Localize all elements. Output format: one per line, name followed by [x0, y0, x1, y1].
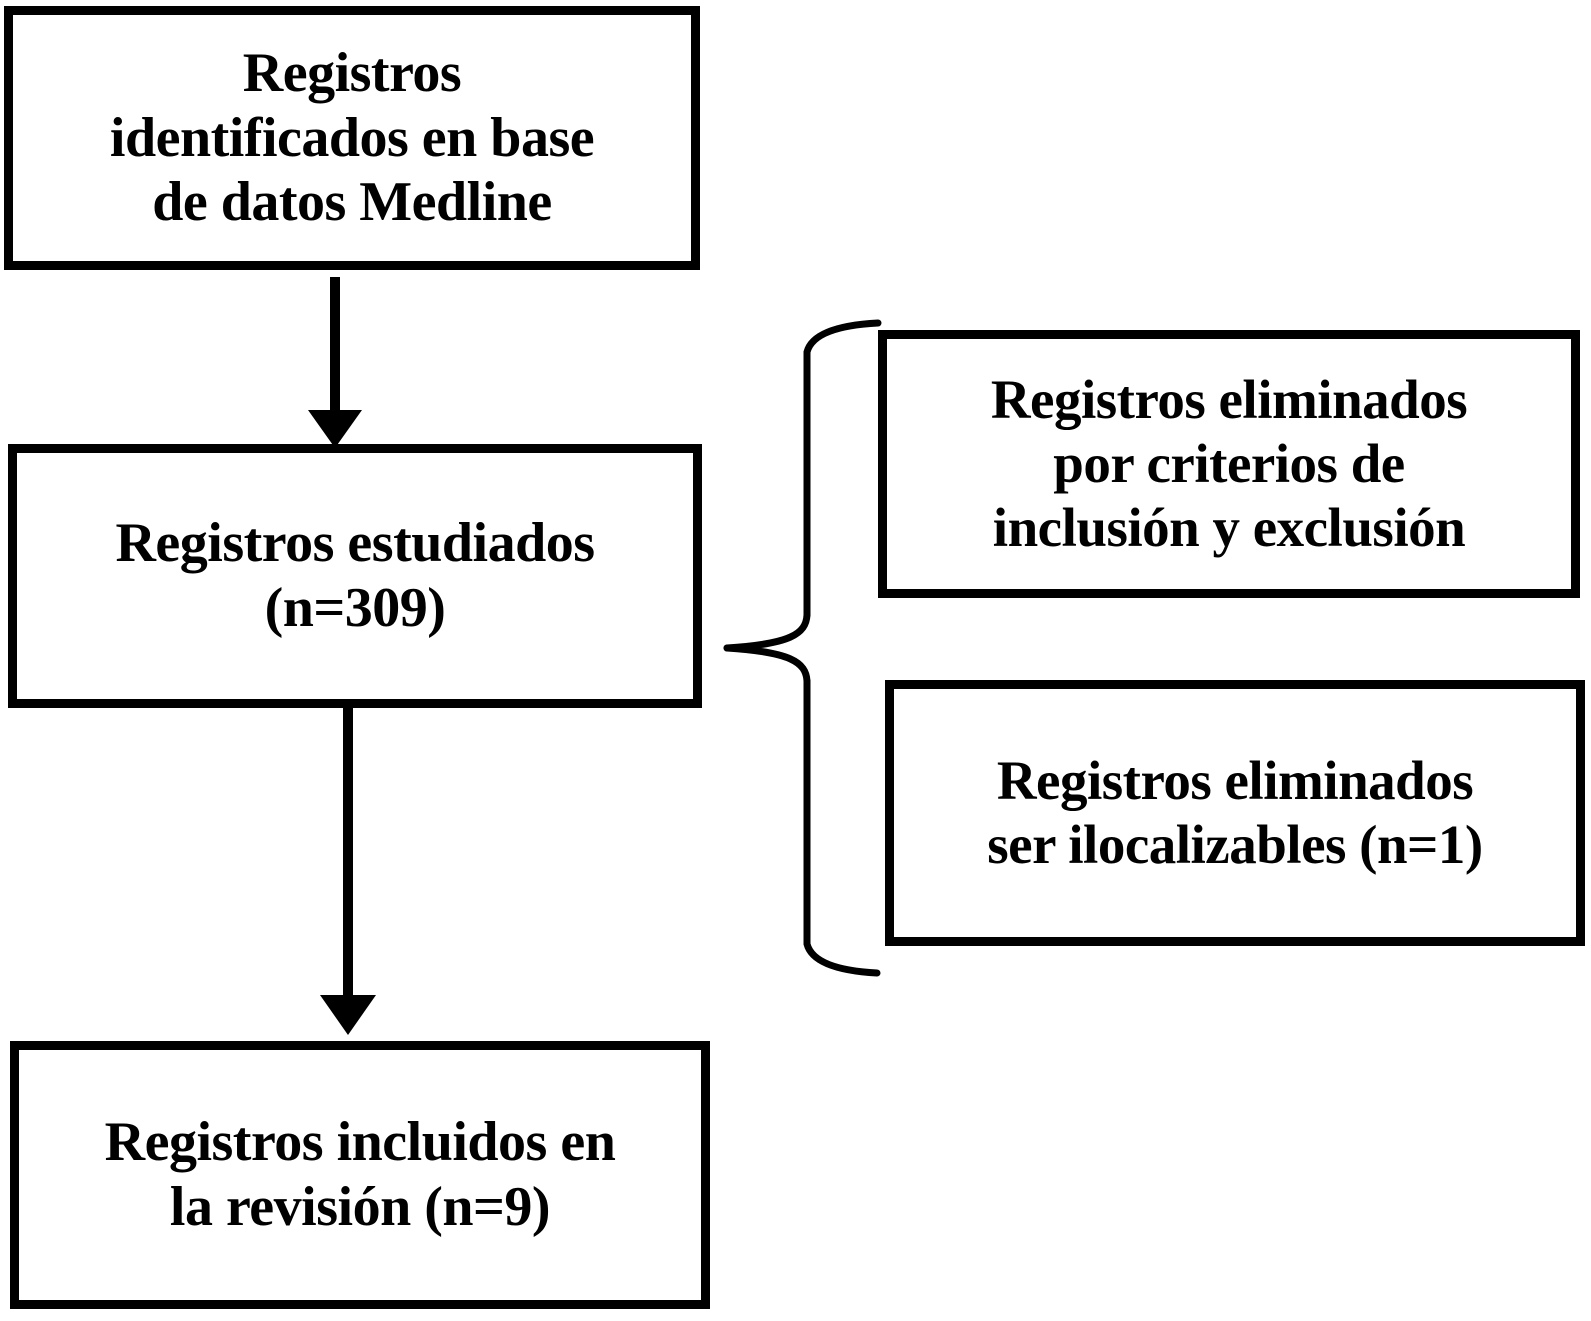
node-records-studied: Registros estudiados (n=309)	[8, 444, 702, 708]
node-records-included-label: Registros incluidos en la revisión (n=9)	[104, 1111, 616, 1238]
node-records-studied-label: Registros estudiados (n=309)	[115, 512, 595, 639]
node-records-excluded-criteria: Registros eliminados por criterios de in…	[878, 330, 1580, 598]
curly-brace-icon	[723, 319, 882, 977]
node-records-included: Registros incluidos en la revisión (n=9)	[10, 1041, 710, 1309]
node-records-identified-label: Registros identificados en base de datos…	[109, 41, 595, 234]
node-records-excluded-criteria-label: Registros eliminados por criterios de in…	[990, 369, 1468, 558]
node-records-excluded-unavailable-label: Registros eliminados ser ilocalizables (…	[987, 750, 1483, 875]
arrow-studied-to-included-icon	[320, 708, 376, 1035]
node-records-identified: Registros identificados en base de datos…	[4, 6, 700, 270]
node-records-excluded-unavailable: Registros eliminados ser ilocalizables (…	[885, 680, 1585, 946]
arrow-identified-to-studied-icon	[308, 277, 362, 448]
